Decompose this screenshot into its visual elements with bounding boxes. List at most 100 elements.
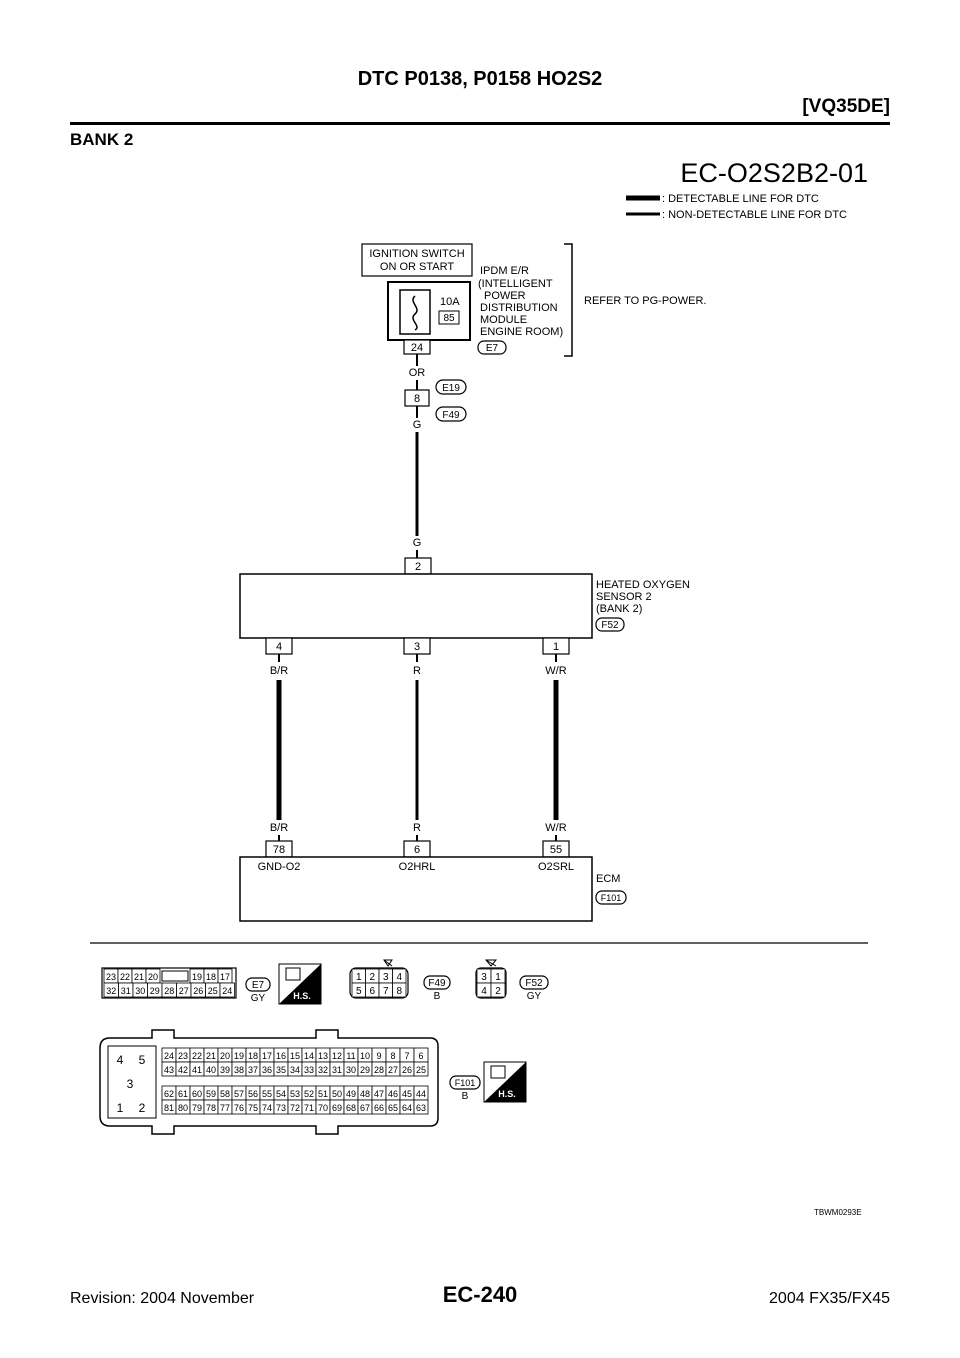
f101-pin: 9 <box>376 1051 381 1061</box>
f101-pin: 59 <box>206 1089 216 1099</box>
e7-pin: 18 <box>206 972 216 982</box>
f49-name: F49 <box>428 978 446 989</box>
refer-bracket <box>564 243 573 357</box>
ecm-pin-78: 78 <box>273 844 285 856</box>
f101-pin: 6 <box>418 1051 423 1061</box>
f49-cell <box>392 982 407 998</box>
f101-pin: 38 <box>234 1065 244 1075</box>
f101-pin: 11 <box>346 1051 355 1061</box>
ipdm-label-3: POWER <box>484 290 526 302</box>
sensor-pin-1: 1 <box>553 641 559 653</box>
f101-left-pin: 3 <box>127 1077 134 1091</box>
f52-name: F52 <box>525 978 543 989</box>
f101-cell <box>413 1061 429 1077</box>
f49-color: B <box>434 991 441 1002</box>
fuse-amp: 10A <box>440 296 460 308</box>
f101-pin: 43 <box>164 1065 174 1075</box>
f101-color: B <box>462 1091 469 1102</box>
power-wire: OR 8 E19 F49 G G <box>404 354 467 558</box>
f101-pin: 69 <box>332 1103 342 1113</box>
f101-pin: 33 <box>304 1065 314 1075</box>
f101-left-pin: 5 <box>139 1053 146 1067</box>
legend: : DETECTABLE LINE FOR DTC : NON-DETECTAB… <box>626 193 847 221</box>
e7-pin: 31 <box>121 986 131 996</box>
ipdm-label-6: ENGINE ROOM) <box>480 326 563 338</box>
f101-name: F101 <box>455 1078 476 1088</box>
f52-pin: 3 <box>481 972 487 983</box>
sensor-label-3: (BANK 2) <box>596 603 642 615</box>
f49-pin: 4 <box>396 972 402 983</box>
e7-pin: 30 <box>135 986 145 996</box>
f101-left-pin: 4 <box>117 1053 124 1067</box>
sensor-connector: F52 <box>601 620 619 631</box>
ecm-pin-6: 6 <box>414 844 420 856</box>
f49-pin: 6 <box>369 986 375 997</box>
f101-pin: 41 <box>192 1065 202 1075</box>
f101-pin: 65 <box>388 1103 398 1113</box>
hs-label-1: H.S. <box>293 991 311 1001</box>
ecm-pin-55: 55 <box>550 844 562 856</box>
e7-pin: 27 <box>179 986 189 996</box>
ipdm-box: 10A 85 24 E7 IPDM E/R (INTELLIGENT POWER… <box>387 243 706 357</box>
f101-pin: 56 <box>248 1089 258 1099</box>
f101-pin: 24 <box>164 1051 174 1061</box>
page-title: DTC P0138, P0158 HO2S2 <box>357 68 603 90</box>
f101-pin: 25 <box>416 1065 426 1075</box>
e7-pin: 32 <box>106 986 116 996</box>
fuse-number: 85 <box>443 313 455 324</box>
e7-name: E7 <box>252 980 265 991</box>
f101-pin: 47 <box>374 1089 384 1099</box>
legend-detectable: : DETECTABLE LINE FOR DTC <box>662 193 819 205</box>
e7-pin: 25 <box>208 986 218 996</box>
f101-pin: 8 <box>390 1051 395 1061</box>
sensor-label-2: SENSOR 2 <box>596 591 652 603</box>
f101-pin: 50 <box>332 1089 342 1099</box>
wire-wr-top: W/R <box>545 665 566 677</box>
f101-pin: 60 <box>192 1089 202 1099</box>
ignition-switch-box: IGNITION SWITCH ON OR START <box>361 243 473 277</box>
f101-pin: 66 <box>374 1103 384 1113</box>
junction-connector-e19: E19 <box>442 383 460 394</box>
f101-pin: 10 <box>360 1051 370 1061</box>
wire-color-or: OR <box>409 367 426 379</box>
ignition-label-1: IGNITION SWITCH <box>369 248 464 260</box>
footer-model: 2004 FX35/FX45 <box>769 1290 890 1307</box>
e7-pin: 20 <box>148 972 158 982</box>
f101-pin: 68 <box>346 1103 356 1113</box>
ipdm-label-4: DISTRIBUTION <box>480 302 558 314</box>
ecm-signal-gnd: GND-O2 <box>258 861 301 873</box>
f101-pin: 34 <box>290 1065 300 1075</box>
f101-pin: 81 <box>164 1103 174 1113</box>
f101-pin: 13 <box>318 1051 328 1061</box>
wire-color-g-bottom: G <box>413 537 422 549</box>
f101-pin: 39 <box>220 1065 230 1075</box>
f101-pin: 44 <box>416 1089 426 1099</box>
section-heading: BANK 2 <box>70 130 134 149</box>
f101-pin: 42 <box>178 1065 188 1075</box>
ecm-connector: F101 <box>601 893 622 903</box>
f101-pin: 64 <box>402 1103 412 1113</box>
f101-pin: 29 <box>360 1065 370 1075</box>
f101-pin: 45 <box>402 1089 412 1099</box>
ipdm-pin: 24 <box>411 342 423 354</box>
e7-pin: 19 <box>192 972 202 982</box>
wire-br-top: B/R <box>270 665 288 677</box>
f52-pin: 4 <box>481 986 487 997</box>
e7-pin: 29 <box>150 986 160 996</box>
footer-revision: Revision: 2004 November <box>70 1290 255 1307</box>
f101-pin: 73 <box>276 1103 286 1113</box>
f52-pin: 2 <box>495 986 501 997</box>
wire-color-g-top: G <box>413 419 422 431</box>
wire-r-bottom: R <box>413 822 421 834</box>
header-rule <box>70 122 890 125</box>
heated-oxygen-sensor: 2 HEATED OXYGEN SENSOR 2 (BANK 2) F52 4 … <box>239 557 690 655</box>
f49-pin: 3 <box>383 972 389 983</box>
f101-pin: 74 <box>262 1103 272 1113</box>
f52-pin: 1 <box>495 972 501 983</box>
f101-pin: 37 <box>248 1065 258 1075</box>
f101-pin: 48 <box>360 1089 370 1099</box>
f101-pin: 40 <box>206 1065 216 1075</box>
f101-pin: 23 <box>178 1051 188 1061</box>
sensor-pin-top: 2 <box>415 561 421 573</box>
